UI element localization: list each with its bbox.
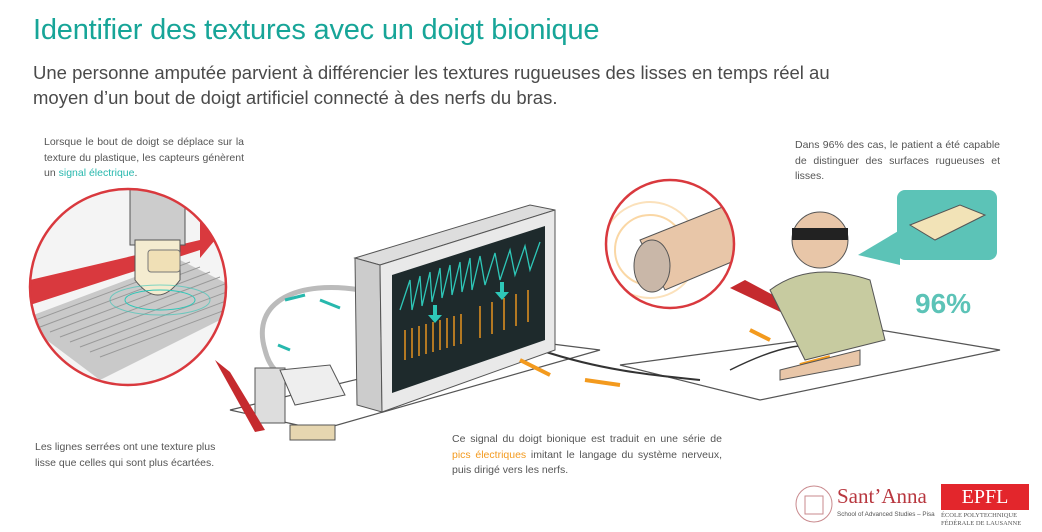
logos: Sant’Anna School of Advanced Studies – P… xyxy=(795,482,1035,528)
cable-hand xyxy=(259,285,361,383)
santanna-subtitle: School of Advanced Studies – Pisa xyxy=(837,511,935,518)
patient xyxy=(769,211,886,381)
note-texture: Les lignes serrées ont une texture plus … xyxy=(35,441,216,469)
result-bubble xyxy=(858,190,997,265)
highlight-signal: signal électrique xyxy=(58,167,135,179)
result-percent: 96% xyxy=(915,288,972,319)
nerve-zoom xyxy=(604,178,736,310)
note-text: Ce signal du doigt bionique est traduit … xyxy=(452,433,722,445)
note-text-end: imitant le langage du système nerveux, p… xyxy=(452,448,722,477)
santanna-logo: Sant’Anna xyxy=(837,484,927,508)
note-signal: Ce signal du doigt bionique est traduit … xyxy=(452,432,722,479)
epfl-subtitle-1: ÉCOLE POLYTECHNIQUE xyxy=(941,512,1018,519)
subtitle: Une personne amputée parvient à différen… xyxy=(33,62,830,108)
signal-trace xyxy=(399,241,541,311)
page-title: Identifier des textures avec un doigt bi… xyxy=(33,14,600,46)
bionic-hand xyxy=(254,364,346,441)
santanna-seal-icon xyxy=(795,485,833,523)
spike-train xyxy=(404,290,529,360)
cable-stimulator xyxy=(539,349,701,381)
note-text-end: . xyxy=(134,167,138,179)
epfl-logo: EPFL xyxy=(941,484,1029,510)
note-result: Dans 96% des cas, le patient a été capab… xyxy=(795,139,1000,182)
note-text: Lorsque le bout de doigt se déplace sur … xyxy=(44,136,244,179)
highlight-spikes: pics électriques xyxy=(452,448,527,461)
fingertip-zoom xyxy=(28,187,228,387)
note-fingertip: Lorsque le bout de doigt se déplace sur … xyxy=(44,135,244,182)
monitor xyxy=(353,204,556,413)
epfl-subtitle-2: FÉDÉRALE DE LAUSANNE xyxy=(941,520,1022,527)
